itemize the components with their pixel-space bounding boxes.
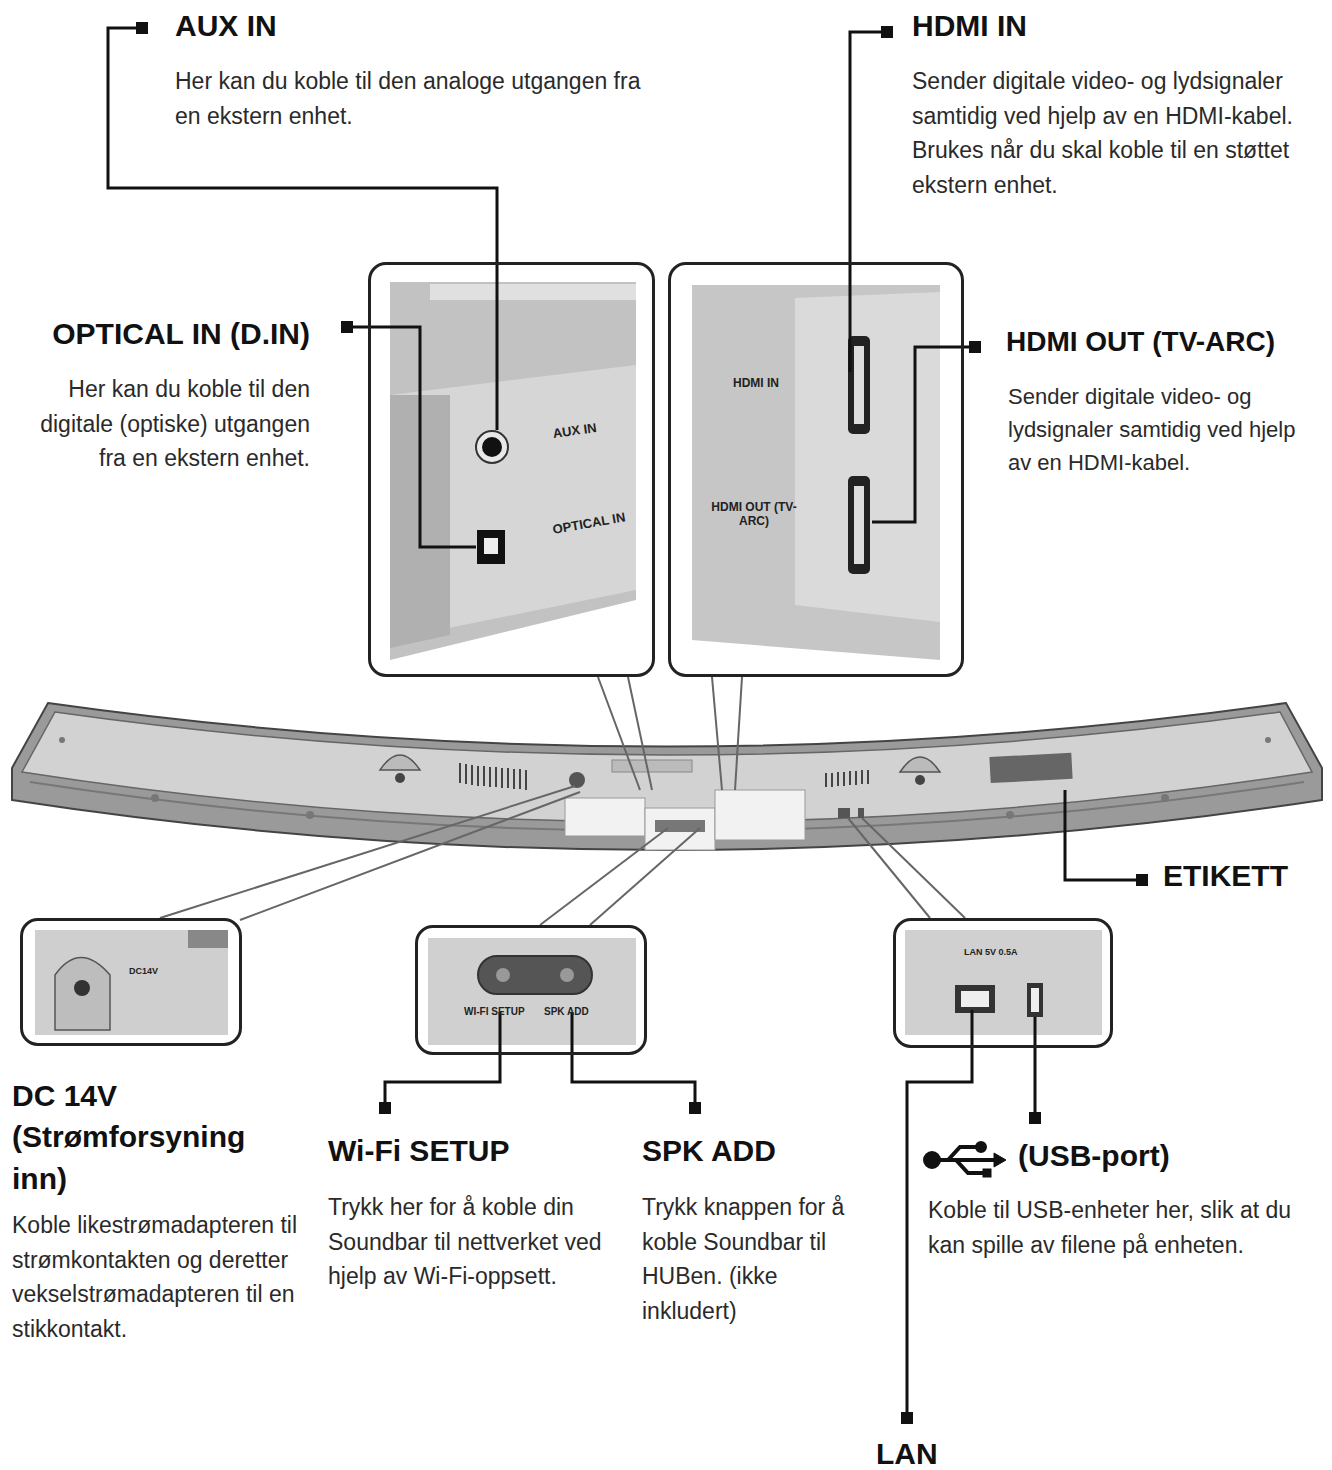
zoom-panel: DC14V xyxy=(20,918,242,1046)
port-description: Her kan du koble til den analoge utgange… xyxy=(175,64,665,133)
port-description: Sender digitale video- og lydsignaler sa… xyxy=(912,64,1324,202)
port-heading: HDMI OUT (TV-ARC) xyxy=(1006,325,1275,359)
zoom-panel: HDMI IN HDMI OUT (TV-ARC) xyxy=(668,262,964,677)
port-label: WI-FI SETUP xyxy=(464,1006,525,1018)
port-label: AUX IN xyxy=(552,421,598,442)
port-description: Koble til USB-enheter her, slik at du ka… xyxy=(928,1193,1324,1262)
port-heading: SPK ADD xyxy=(642,1133,776,1169)
port-label: HDMI OUT (TV-ARC) xyxy=(711,501,797,529)
port-description: Sender digitale video- og lydsignaler sa… xyxy=(1008,380,1324,479)
port-description: Trykk knappen for å koble Soundbar til H… xyxy=(642,1190,878,1328)
port-heading: (USB-port) xyxy=(1018,1138,1170,1174)
port-label: DC14V xyxy=(129,966,158,976)
port-label: SPK ADD xyxy=(544,1006,589,1018)
port-heading: LAN xyxy=(876,1436,938,1470)
port-description: Trykk her for å koble din Soundbar til n… xyxy=(328,1190,634,1294)
port-label: HDMI IN xyxy=(733,377,779,391)
port-heading: OPTICAL IN (D.IN) xyxy=(14,316,310,352)
port-heading: ETIKETT xyxy=(1163,858,1288,894)
port-heading: DC 14V (Strømforsyning inn) xyxy=(12,1075,292,1199)
port-description: Koble likestrømadapteren til strømkontak… xyxy=(12,1208,308,1346)
port-heading: AUX IN xyxy=(175,8,277,44)
port-heading: Wi-Fi SETUP xyxy=(328,1133,509,1169)
zoom-panel: WI-FI SETUP SPK ADD xyxy=(415,925,647,1055)
zoom-panel: AUX IN OPTICAL IN xyxy=(368,262,655,677)
port-label: OPTICAL IN xyxy=(552,510,627,537)
port-heading: HDMI IN xyxy=(912,8,1027,44)
zoom-panel: LAN 5V 0.5A xyxy=(893,918,1113,1048)
port-description: Her kan du koble til den digitale (optis… xyxy=(14,372,310,476)
port-label: LAN 5V 0.5A xyxy=(964,947,1018,957)
